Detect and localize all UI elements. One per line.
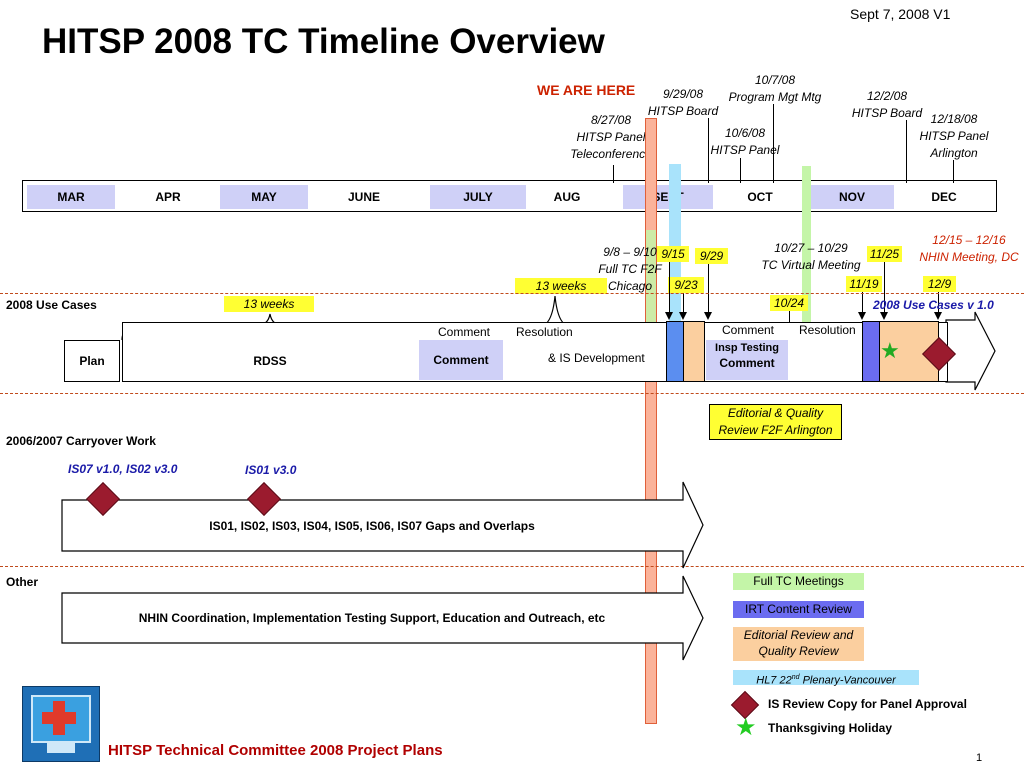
arrow-9-23-line (683, 293, 684, 312)
tag-9-29: 9/29 (695, 248, 728, 264)
arrow-12-9-head (934, 312, 942, 320)
month-aug: AUG (553, 190, 581, 204)
page-title: HITSP 2008 TC Timeline Overview (42, 22, 605, 61)
month-dec: DEC (931, 190, 957, 204)
irt-review-block-1 (666, 321, 684, 382)
tick-9-29 (708, 118, 709, 183)
tick-10-7 (773, 104, 774, 183)
month-nov: NOV (810, 185, 894, 209)
carryover-milestone-1: IS07 v1.0, IS02 v3.0 (68, 462, 178, 476)
month-sept: SEPT (623, 185, 713, 209)
section-use-cases: 2008 Use Cases (6, 298, 97, 312)
tick-10-6 (740, 158, 741, 183)
arrow-11-19-head (858, 312, 866, 320)
arrow-11-25-line (884, 262, 885, 312)
tag-9-15: 9/15 (657, 246, 689, 262)
tick-12-18 (953, 160, 954, 183)
tag-11-25: 11/25 (867, 246, 902, 262)
editorial-block-1 (683, 321, 705, 382)
tick-12-2 (906, 120, 907, 183)
separator-2 (0, 393, 1024, 394)
tag-10-24: 10/24 (770, 295, 808, 311)
month-oct: OCT (747, 190, 773, 204)
carryover-bar-text: IS01, IS02, IS03, IS04, IS05, IS06, IS07… (209, 519, 535, 533)
comment-box-1: Comment (419, 340, 503, 380)
resolution-header-2: Resolution (799, 323, 856, 337)
footer-title: HITSP Technical Committee 2008 Project P… (108, 742, 443, 759)
thanksgiving-star-icon: ★ (880, 338, 900, 363)
arrow-9-15-line (669, 262, 670, 312)
month-may: MAY (220, 185, 308, 209)
month-mar: MAR (27, 185, 115, 209)
legend-full-tc: Full TC Meetings (733, 573, 864, 590)
insp-testing-label: Insp Testing (715, 342, 779, 354)
irt-review-block-2 (862, 321, 880, 382)
comment-box-2: Insp Testing Comment (706, 340, 788, 380)
arrow-9-29-head (704, 312, 712, 320)
we-are-here-label: WE ARE HERE (537, 82, 636, 98)
legend-irt: IRT Content Review (733, 601, 864, 618)
comment-header-1: Comment (438, 325, 491, 339)
legend-hl7: HL7 22nd Plenary-Vancouver (733, 670, 919, 687)
arrow-11-25-head (880, 312, 888, 320)
version-label: Sept 7, 2008 V1 (850, 6, 951, 22)
tag-11-19: 11/19 (846, 276, 882, 292)
legend-star-icon: ★ (735, 714, 757, 741)
separator-3 (0, 566, 1024, 567)
other-arrow (61, 575, 704, 661)
month-apr: APR (155, 190, 181, 204)
other-bar-text: NHIN Coordination, Implementation Testin… (138, 611, 606, 625)
legend-star-text: Thanksgiving Holiday (768, 721, 893, 735)
carryover-arrow (61, 481, 704, 569)
page-number: 1 (976, 752, 983, 764)
hitsp-logo-icon (22, 686, 100, 762)
f2f-band (646, 230, 656, 380)
use-cases-version: 2008 Use Cases v 1.0 (873, 298, 994, 312)
plan-box: Plan (64, 340, 120, 382)
section-other: Other (6, 575, 39, 589)
separator-1 (0, 293, 1024, 294)
arrow-9-29-line (708, 264, 709, 312)
section-carryover: 2006/2007 Carryover Work (6, 434, 156, 448)
arrow-11-19-line (862, 292, 863, 312)
use-case-container (122, 322, 948, 382)
is-development-label: & IS Development (548, 351, 645, 365)
month-july: JULY (430, 185, 526, 209)
resolution-header-1: Resolution (516, 325, 573, 339)
comment-header-2: Comment (722, 323, 775, 337)
comment-2-label: Comment (719, 356, 775, 370)
tag-12-9: 12/9 (923, 276, 956, 292)
tag-13-weeks-a: 13 weeks (224, 296, 314, 312)
legend-diamond-text: IS Review Copy for Panel Approval (768, 697, 967, 711)
arrow-9-23-head (679, 312, 687, 320)
use-case-arrow (945, 311, 996, 391)
arrow-9-15-head (665, 312, 673, 320)
month-june: JUNE (347, 190, 380, 204)
rdss-label: RDSS (253, 354, 287, 368)
tag-9-23: 9/23 (668, 277, 704, 293)
arrow-12-9-line (938, 292, 939, 312)
carryover-milestone-2: IS01 v3.0 (245, 463, 297, 477)
virtual-tc-band (802, 166, 811, 382)
month-timeline-bar (22, 180, 997, 212)
tag-13-weeks-b: 13 weeks (515, 278, 607, 294)
tick-8-27 (613, 165, 614, 183)
